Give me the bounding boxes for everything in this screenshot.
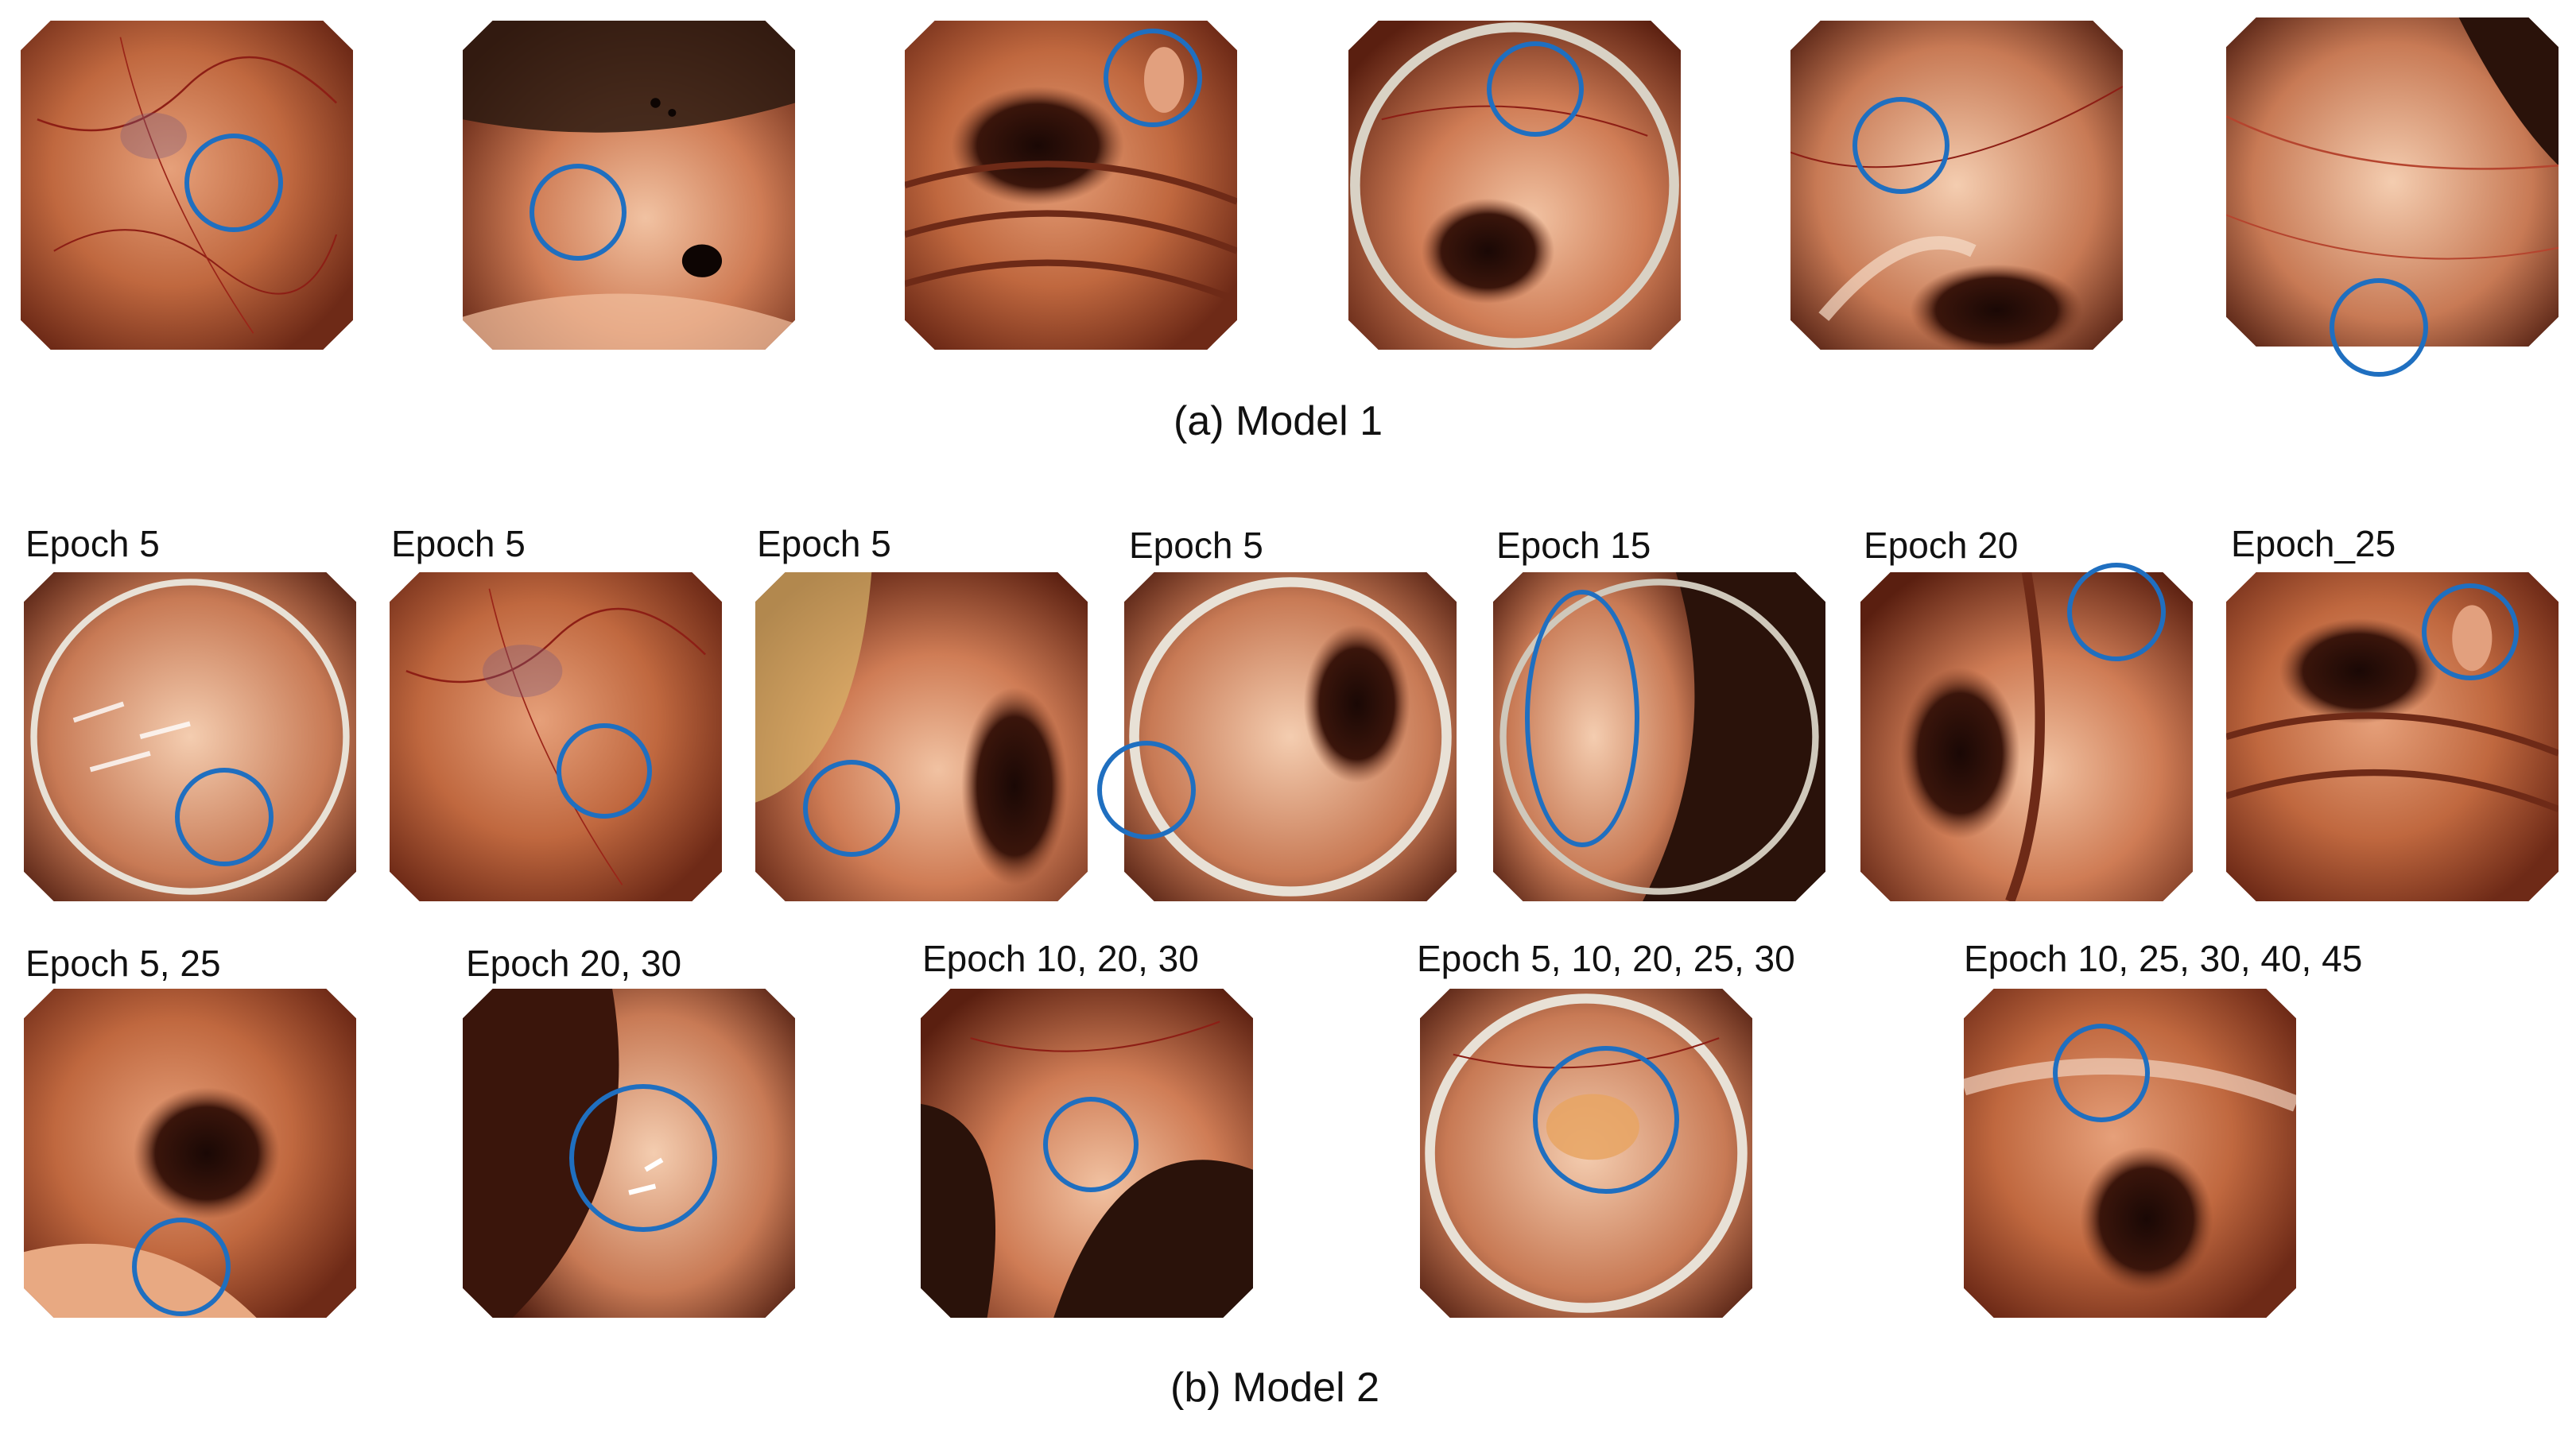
caption-model-1: (a) Model 1 bbox=[1174, 398, 1383, 444]
model2-image-4 bbox=[1124, 572, 1457, 901]
epoch-label: Epoch 20 bbox=[1864, 525, 2019, 566]
lesion-marker-circle bbox=[2330, 278, 2428, 377]
model1-image-5 bbox=[1790, 21, 2123, 350]
lesion-marker-circle bbox=[2067, 563, 2166, 661]
epoch-label: Epoch 20, 30 bbox=[466, 943, 682, 984]
lesion-marker-circle bbox=[569, 1084, 717, 1232]
model2-image-6 bbox=[1860, 572, 2193, 901]
lesion-marker-circle bbox=[530, 164, 627, 261]
lesion-marker-circle bbox=[175, 768, 274, 866]
epoch-label: Epoch 10, 25, 30, 40, 45 bbox=[1964, 938, 2363, 979]
lesion-marker-circle bbox=[1525, 590, 1639, 847]
lesion-marker-circle bbox=[132, 1218, 231, 1316]
lesion-marker-circle bbox=[1533, 1046, 1679, 1194]
epoch-label: Epoch 10, 20, 30 bbox=[922, 938, 1199, 979]
lesion-marker-circle bbox=[803, 760, 900, 857]
lesion-marker-circle bbox=[557, 723, 652, 819]
lesion-marker-circle bbox=[1097, 741, 1196, 839]
epoch-label: Epoch 15 bbox=[1496, 525, 1651, 566]
model2-image-2 bbox=[390, 572, 722, 901]
epoch-label: Epoch 5 bbox=[25, 523, 160, 564]
lesion-marker-circle bbox=[1852, 97, 1949, 194]
epoch-label: Epoch 5 bbox=[391, 523, 526, 564]
caption-model-2: (b) Model 2 bbox=[1170, 1365, 1379, 1411]
lesion-marker-circle bbox=[1487, 41, 1584, 137]
epoch-label: Epoch_25 bbox=[2231, 523, 2396, 564]
lesion-marker-circle bbox=[2422, 583, 2519, 680]
lesion-marker-circle bbox=[184, 134, 283, 232]
model1-image-2 bbox=[463, 21, 795, 350]
lesion-marker-circle bbox=[1043, 1097, 1139, 1192]
epoch-label: Epoch 5, 10, 20, 25, 30 bbox=[1417, 938, 1795, 979]
lesion-marker-circle bbox=[2053, 1024, 2150, 1122]
epoch-label: Epoch 5, 25 bbox=[25, 943, 221, 984]
model2-image-3 bbox=[755, 572, 1088, 901]
lesion-marker-circle bbox=[1104, 29, 1202, 127]
epoch-label: Epoch 5 bbox=[757, 523, 891, 564]
epoch-label: Epoch 5 bbox=[1129, 525, 1263, 566]
model2-image-5 bbox=[1493, 572, 1825, 901]
